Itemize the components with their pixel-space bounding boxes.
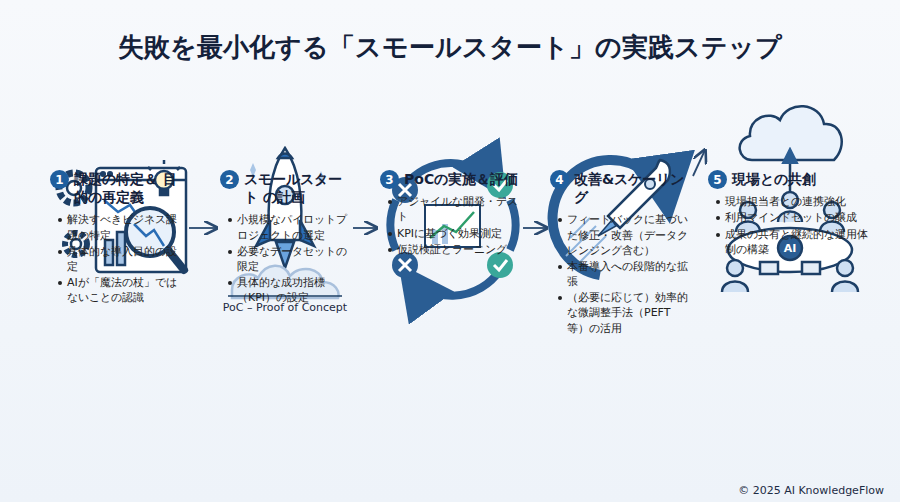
bullet-item: 解決すべきビジネス課題の特定	[56, 212, 186, 242]
bullet-list: アジャイルな開発・テスト KPIに基づく効果測定仮説検証とラーニング	[386, 194, 520, 258]
bullet-dot	[58, 281, 62, 285]
bullet-item: （必要に応じて）効率的な微調整手法（PEFT等）の活用	[556, 290, 690, 336]
step-column: PoCの実施＆評価アジャイルな開発・テスト KPIに基づく効果測定仮説検証とラーニ…	[380, 160, 520, 260]
step-column: 課題の特定＆ 目的の再定義解決すべきビジネス課題の特定具体的な導入目的の設定AI…	[50, 160, 186, 308]
bullet-dot	[228, 281, 232, 285]
step-number-circle: 1	[50, 170, 69, 189]
step-heading: 課題の特定＆ 目的の再定義	[74, 170, 186, 206]
bullet-dot	[716, 200, 720, 204]
flow-arrow	[353, 227, 377, 229]
bullet-item: 具体的な成功指標（KPI）の設定	[226, 275, 350, 305]
flow-arrow	[693, 150, 705, 176]
step-column: スモールスタート の計画小規模なパイロットプロジェクトの選定必要なデータセットの…	[220, 160, 350, 308]
bullet-item: 具体的な導入目的の設定	[56, 244, 186, 274]
bullet-dot	[228, 218, 232, 222]
step-heading: 現場との共創	[732, 170, 873, 188]
bullet-list: 小規模なパイロットプロジェクトの選定必要なデータセットの限定具体的な成功指標（K…	[226, 212, 350, 306]
bullet-item: 本番導入への段階的な拡張	[556, 259, 690, 289]
poc-label: PoC – Proof of Concept	[223, 301, 347, 314]
step-number-circle: 3	[380, 170, 399, 189]
step-heading: スモールスタート の計画	[244, 170, 350, 206]
bullet-item: アジャイルな開発・テスト	[386, 194, 520, 224]
bullet-item: フィードバックに基づいた修正・改善（データクレンジング含む）	[556, 212, 690, 258]
ai-badge-text: AI	[784, 242, 797, 255]
step-heading: 改善&スケーリング	[574, 170, 690, 206]
bullet-dot	[558, 296, 562, 300]
step-number-circle: 5	[708, 170, 727, 189]
diagram-title: 失敗を最小化する「スモールスタート」の実践ステップ	[0, 30, 900, 65]
bullet-dot	[388, 232, 392, 236]
bullet-item: 小規模なパイロットプロジェクトの選定	[226, 212, 350, 242]
bullet-item: 仮説検証とラーニング	[386, 242, 520, 257]
step-heading: PoCの実施＆評価	[404, 170, 520, 188]
step-number: 5	[713, 174, 721, 186]
step-number: 2	[225, 174, 233, 186]
flow-arrow	[523, 227, 547, 229]
bullet-dot	[716, 216, 720, 220]
bullet-list: フィードバックに基づいた修正・改善（データクレンジング含む）本番導入への段階的な…	[556, 212, 690, 336]
bullet-dot	[58, 250, 62, 254]
bullet-dot	[388, 248, 392, 252]
bullet-list: 解決すべきビジネス課題の特定具体的な導入目的の設定AIが「魔法の杖」ではないこと…	[56, 212, 186, 306]
step-column: 現場との共創現場担当者との連携強化利用マインドセットの醸成成果の共有と継続的な運…	[708, 110, 873, 260]
bullet-dot	[558, 218, 562, 222]
bullet-item: 現場担当者との連携強化	[714, 194, 873, 209]
bullet-dot	[228, 250, 232, 254]
bullet-dot	[558, 265, 562, 269]
bullet-item: 利用マインドセットの醸成	[714, 210, 873, 225]
bullet-item: AIが「魔法の杖」ではないことの認識	[56, 275, 186, 305]
bullet-dot	[388, 200, 392, 204]
flow-arrow	[189, 227, 217, 229]
copyright-note: © 2025 AI KnowledgeFlow	[738, 484, 884, 497]
step-number-circle: 4	[550, 170, 569, 189]
bullet-dot	[58, 218, 62, 222]
step-column: 改善&スケーリングフィードバックに基づいた修正・改善（データクレンジング含む）本…	[550, 160, 690, 339]
step-number: 4	[555, 174, 563, 186]
bullet-item: KPIに基づく効果測定	[386, 226, 520, 241]
bullet-dot	[716, 233, 720, 237]
step-number: 3	[385, 174, 393, 186]
step-number-circle: 2	[220, 170, 239, 189]
step-number: 1	[55, 174, 63, 186]
bullet-item: 必要なデータセットの限定	[226, 244, 350, 274]
